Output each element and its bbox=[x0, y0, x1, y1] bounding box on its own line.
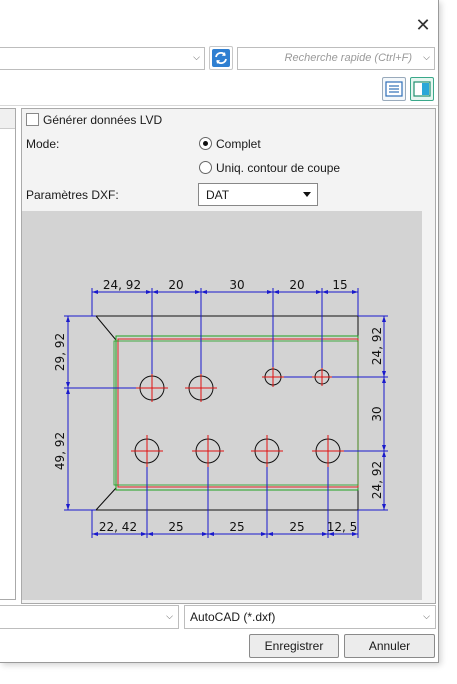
toolbar-separator bbox=[0, 105, 438, 106]
dim-label-bottom: 12, 5 bbox=[327, 520, 358, 534]
preview-scrollbar[interactable] bbox=[423, 211, 433, 600]
chevron-down-icon: ⌵ bbox=[193, 52, 200, 62]
dim-label-left: 29, 92 bbox=[53, 333, 67, 371]
dxf-params-select[interactable]: DAT bbox=[198, 183, 318, 206]
hole-crosshairs bbox=[131, 367, 344, 467]
dim-label-top: 15 bbox=[332, 278, 347, 292]
dxf-params-value: DAT bbox=[206, 188, 230, 202]
dim-label-right: 24, 92 bbox=[370, 461, 384, 499]
dim-label-left: 49, 92 bbox=[53, 432, 67, 470]
file-format-dropdown[interactable]: AutoCAD (*.dxf) ⌵ bbox=[184, 605, 436, 629]
dim-label-top: 30 bbox=[229, 278, 244, 292]
dim-label-bottom: 25 bbox=[289, 520, 304, 534]
export-dialog: ✕ ⌵ Recherche rapide (Ctrl+F) ⌵ bbox=[0, 0, 439, 663]
dim-label-bottom: 25 bbox=[168, 520, 183, 534]
dxf-params-label: Paramètres DXF: bbox=[26, 188, 119, 202]
list-view-icon bbox=[385, 81, 403, 97]
holes bbox=[134, 368, 341, 464]
split-view-button[interactable] bbox=[410, 77, 434, 101]
dim-label-right: 30 bbox=[370, 406, 384, 421]
dxf-preview: 24, 92 20 30 20 15 22, 42 25 25 25 12, 5… bbox=[22, 211, 422, 600]
radio-selected-dot bbox=[203, 141, 208, 146]
chevron-down-icon: ⌵ bbox=[423, 52, 430, 62]
mode-contour-label: Uniq. contour de coupe bbox=[216, 161, 341, 175]
dim-label-top: 20 bbox=[289, 278, 304, 292]
fold-line-inner bbox=[113, 340, 359, 486]
file-format-value: AutoCAD (*.dxf) bbox=[190, 610, 276, 624]
dim-label-top: 24, 92 bbox=[103, 278, 141, 292]
dimension-arrows bbox=[66, 290, 386, 536]
bevel-line-bottom bbox=[95, 487, 117, 511]
cancel-button[interactable]: Annuler bbox=[344, 634, 435, 658]
refresh-icon bbox=[212, 49, 230, 67]
mode-complet-radio[interactable] bbox=[199, 137, 212, 150]
split-view-icon bbox=[413, 81, 431, 97]
chevron-down-icon: ⌵ bbox=[423, 611, 430, 621]
dim-label-bottom: 22, 42 bbox=[99, 520, 137, 534]
dim-label-bottom: 25 bbox=[229, 520, 244, 534]
dim-label-right: 24, 92 bbox=[370, 327, 384, 365]
quick-search-input[interactable]: Recherche rapide (Ctrl+F) ⌵ bbox=[237, 47, 435, 70]
save-button[interactable]: Enregistrer bbox=[249, 634, 339, 658]
dimension-lines bbox=[64, 288, 388, 538]
chevron-down-icon: ⌵ bbox=[166, 611, 173, 621]
file-list-header bbox=[0, 109, 15, 129]
file-list-panel[interactable] bbox=[0, 108, 16, 600]
mode-label: Mode: bbox=[26, 137, 60, 151]
lvd-checkbox[interactable] bbox=[26, 113, 39, 126]
bevel-line-top bbox=[95, 315, 117, 341]
close-icon[interactable]: ✕ bbox=[415, 15, 431, 35]
part-contour bbox=[94, 315, 359, 511]
search-placeholder: Recherche rapide (Ctrl+F) bbox=[284, 52, 412, 64]
list-view-button[interactable] bbox=[382, 77, 406, 101]
path-dropdown[interactable]: ⌵ bbox=[0, 47, 205, 70]
lvd-label: Générer données LVD bbox=[43, 113, 163, 127]
dropdown-arrow-icon bbox=[303, 192, 311, 197]
dxf-drawing: 24, 92 20 30 20 15 22, 42 25 25 25 12, 5… bbox=[53, 278, 388, 538]
dimension-labels: 24, 92 20 30 20 15 22, 42 25 25 25 12, 5… bbox=[53, 278, 384, 534]
mode-contour-radio[interactable] bbox=[199, 161, 212, 174]
refresh-button[interactable] bbox=[209, 46, 233, 70]
mode-complet-label: Complet bbox=[216, 137, 261, 151]
dim-label-top: 20 bbox=[168, 278, 183, 292]
file-name-dropdown[interactable]: ⌵ bbox=[0, 605, 179, 629]
